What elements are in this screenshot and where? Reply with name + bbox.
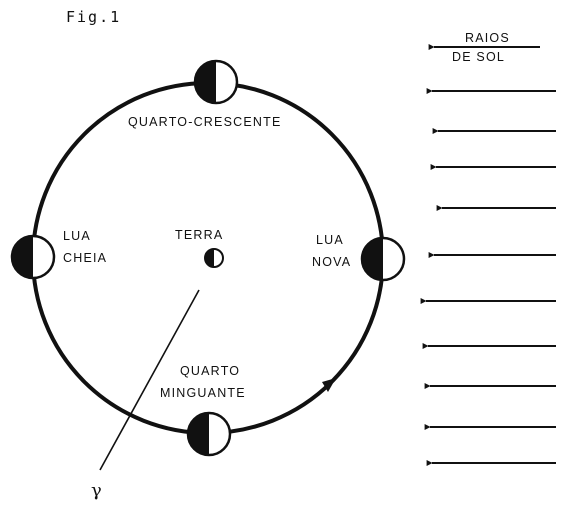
moon-first-quarter — [195, 61, 237, 103]
moon-last-quarter — [188, 413, 230, 455]
earth — [205, 249, 223, 267]
moon-new — [362, 238, 404, 280]
moon-full — [12, 236, 54, 278]
pointer-symbol: γ — [91, 480, 102, 501]
label-new-moon-line2: NOVA — [312, 255, 351, 269]
sun-rays-label-line2: DE SOL — [452, 50, 505, 64]
earth-label: TERRA — [175, 228, 223, 242]
pointer-line — [100, 290, 199, 470]
label-last-quarter-line1: QUARTO — [180, 364, 240, 378]
label-last-quarter-line2: MINGUANTE — [160, 386, 246, 400]
sun-rays-label-line1: RAIOS — [465, 31, 510, 45]
sun-rays — [426, 47, 556, 463]
label-full-moon-line2: CHEIA — [63, 251, 107, 265]
label-new-moon-line1: LUA — [316, 233, 344, 247]
figure-caption: Fig.1 — [66, 8, 121, 26]
label-first-quarter: QUARTO-CRESCENTE — [128, 115, 281, 129]
label-full-moon-line1: LUA — [63, 229, 91, 243]
